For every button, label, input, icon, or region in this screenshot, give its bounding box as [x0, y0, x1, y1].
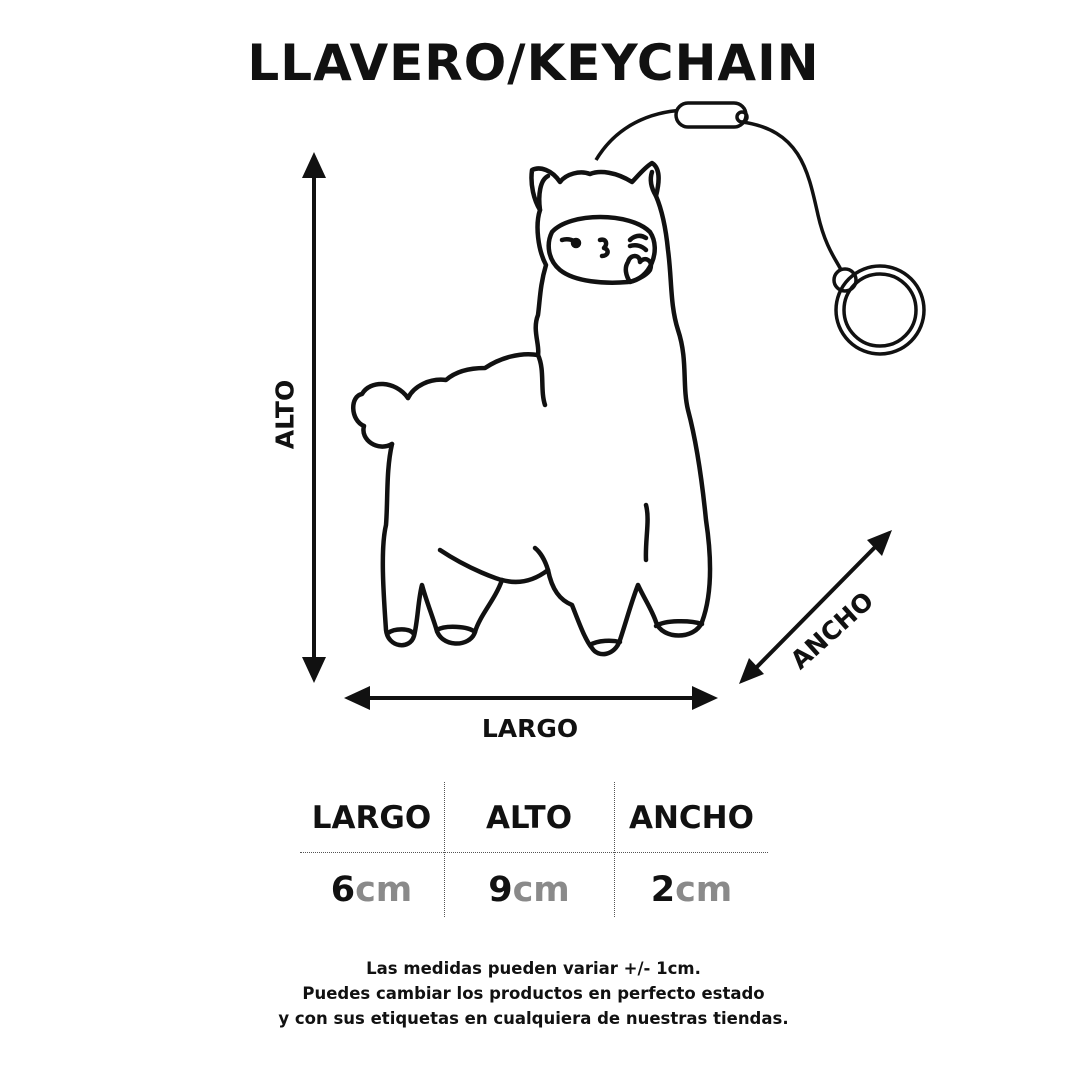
- key-ring-icon: [594, 101, 926, 356]
- value-number: 2: [650, 870, 676, 910]
- value-largo: 6cm: [300, 870, 443, 910]
- value-number: 9: [488, 870, 513, 910]
- column-header-ancho: ANCHO: [629, 800, 754, 836]
- value-ancho: 2cm: [615, 870, 768, 910]
- header-divider: [300, 852, 768, 853]
- note-line: Puedes cambiar los productos en perfecto…: [302, 984, 765, 1003]
- largo-arrow-icon: [344, 686, 718, 710]
- column-header-alto: ALTO: [485, 800, 573, 836]
- alto-dimension-label: ALTO: [270, 379, 300, 450]
- note-line: y con sus etiquetas en cualquiera de nue…: [278, 1009, 789, 1028]
- value-unit: cm: [675, 870, 733, 910]
- column-divider: [444, 782, 445, 917]
- note-line: Las medidas pueden variar +/- 1cm.: [366, 959, 701, 978]
- value-alto: 9cm: [445, 870, 613, 910]
- alto-arrow-icon: [302, 152, 326, 683]
- value-number: 6: [330, 870, 356, 910]
- ancho-arrow-icon: [739, 530, 892, 684]
- column-header-largo: LARGO: [311, 800, 432, 836]
- value-unit: cm: [355, 870, 413, 910]
- largo-dimension-label: LARGO: [481, 714, 579, 743]
- disclaimer-notes: Las medidas pueden variar +/- 1cm. Puede…: [0, 956, 1067, 1031]
- llama-keychain-illustration: [351, 160, 713, 657]
- measurements-table: LARGO ALTO ANCHO 6cm 9cm 2cm: [300, 782, 768, 917]
- column-divider: [614, 782, 615, 917]
- page-title: LLAVERO/KEYCHAIN: [247, 34, 820, 92]
- value-unit: cm: [512, 870, 570, 910]
